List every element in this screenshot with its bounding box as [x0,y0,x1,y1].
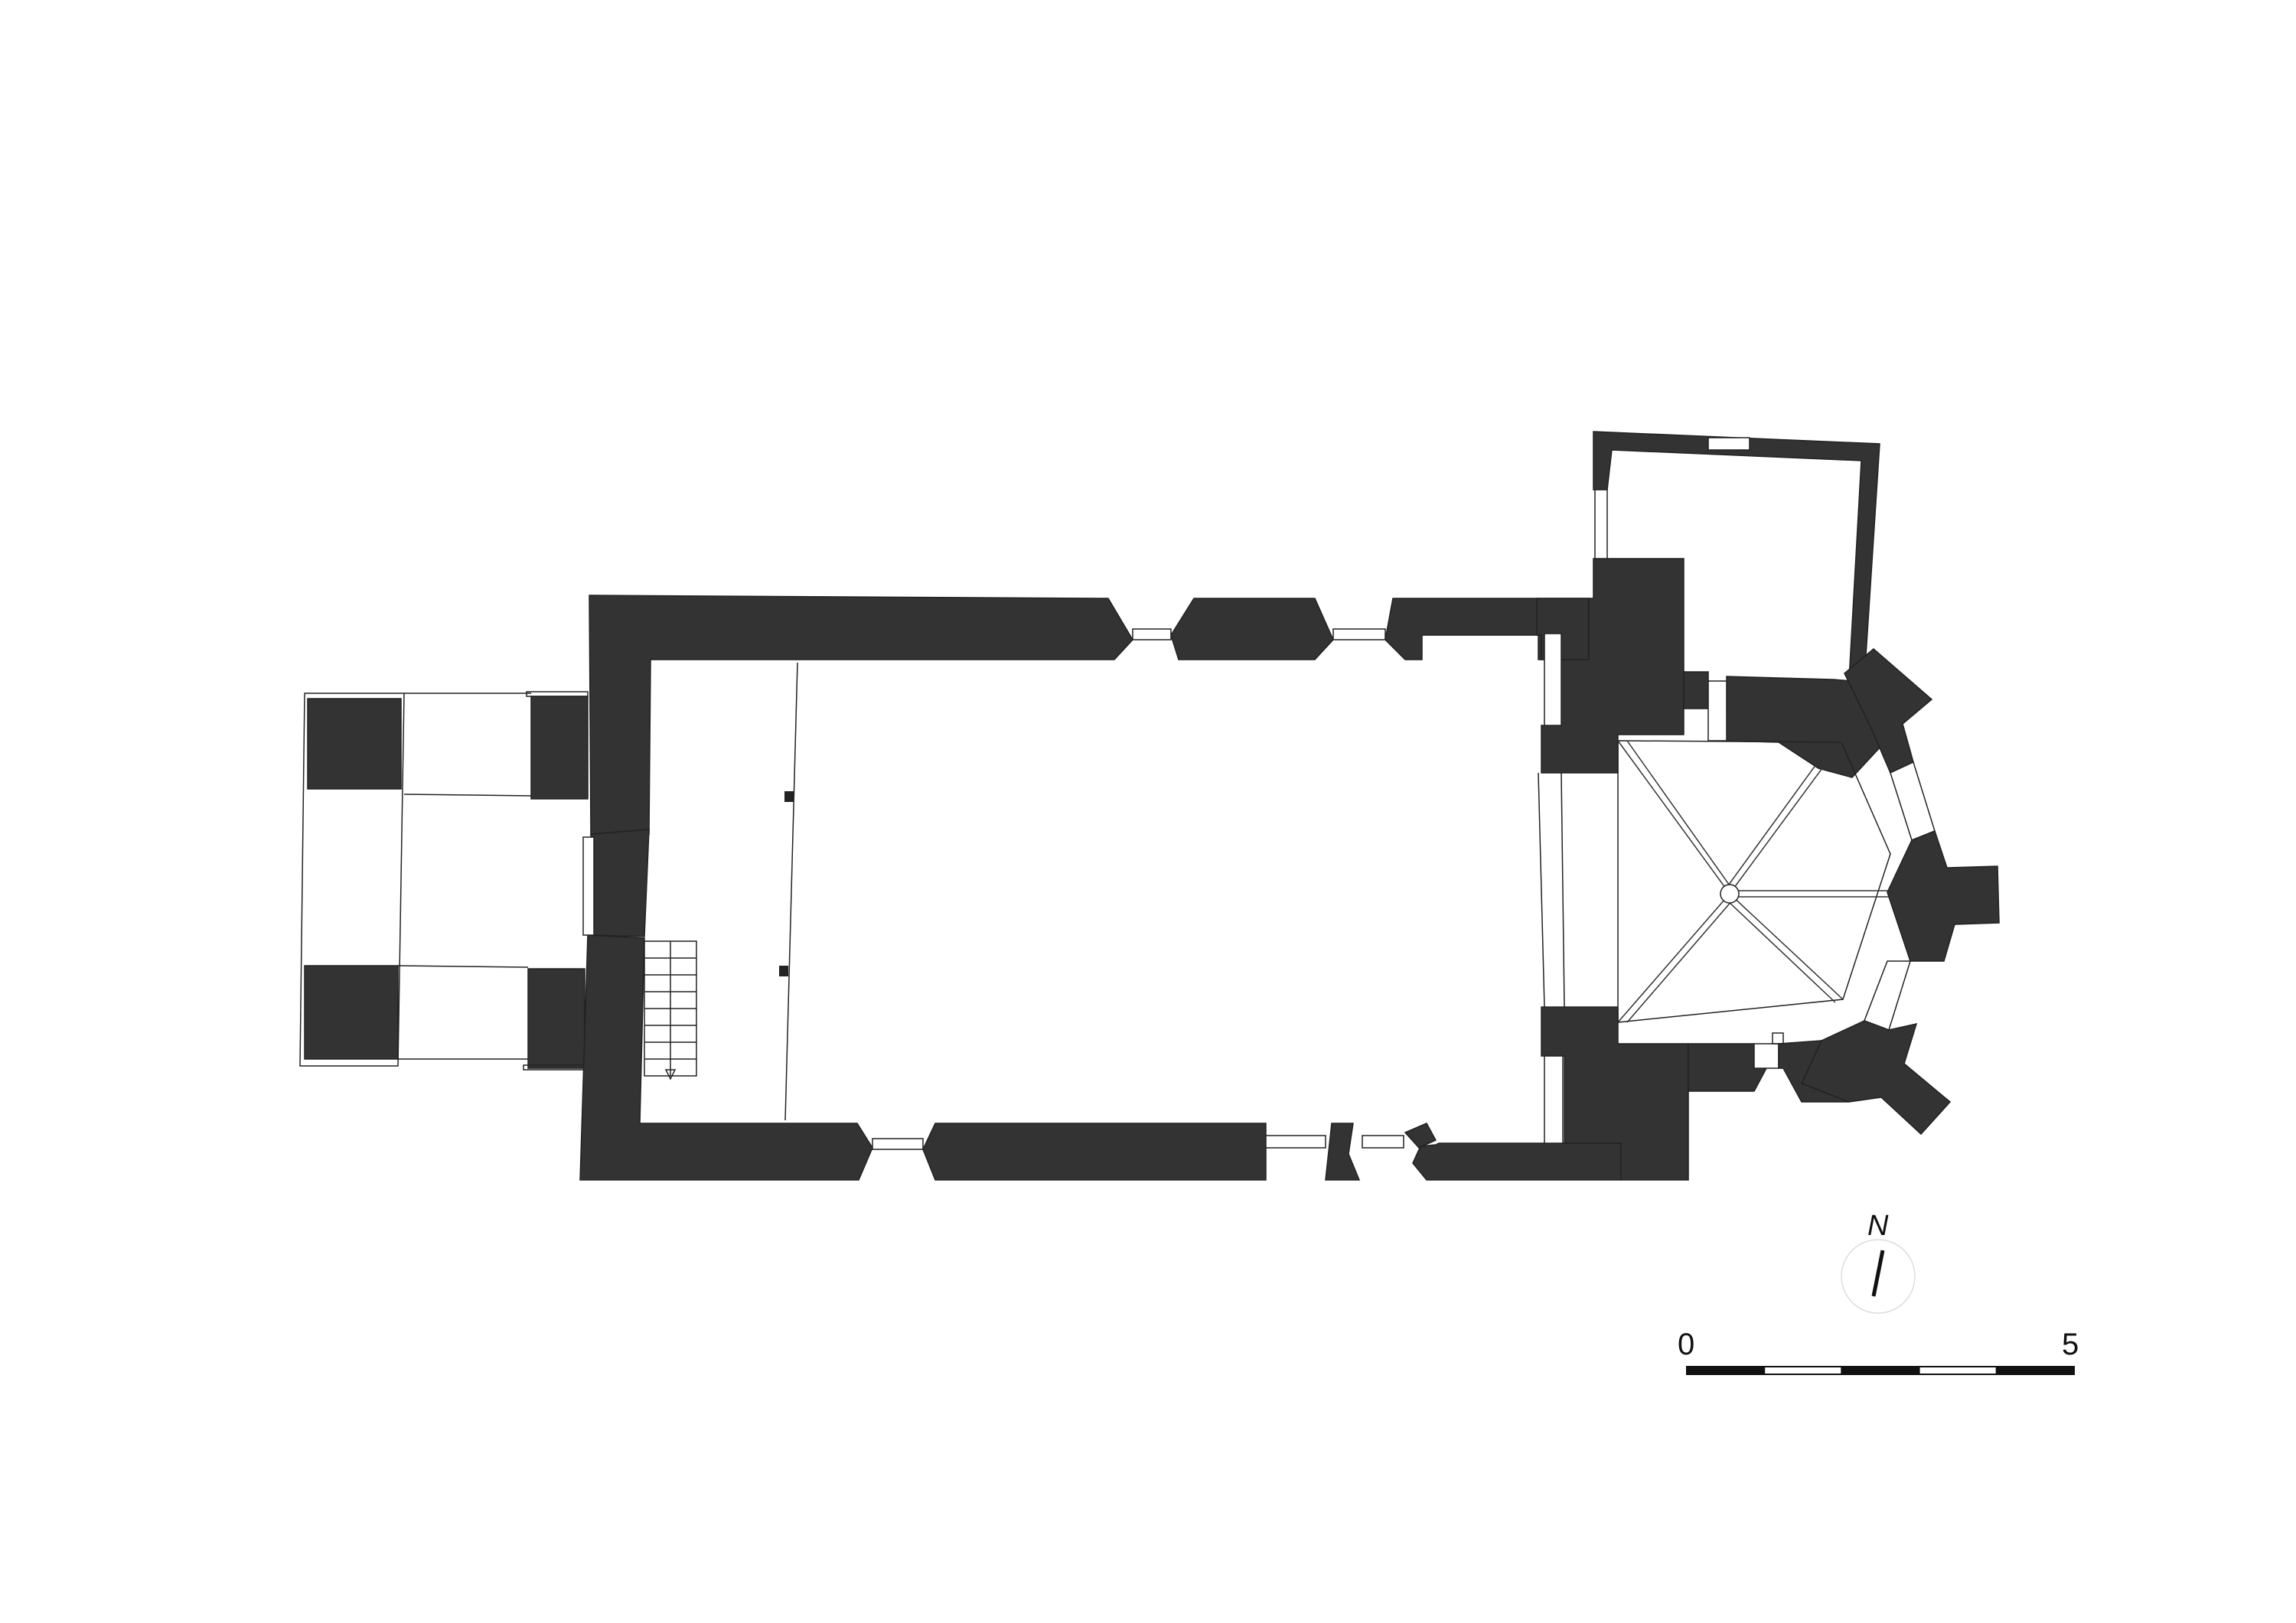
sacristy-west-window [1594,489,1608,559]
north-window-1 [1132,628,1172,640]
sacristy-north-window [1707,437,1750,451]
chancel-niche [1772,1032,1784,1045]
scale-bar-segment [1995,1366,2076,1375]
arch-line [1538,772,1545,1008]
west-porch [299,691,589,1071]
nave-west-wall-lower [579,934,873,1181]
scale-bar-segment [1918,1366,1998,1375]
sacristy-door [1707,680,1727,741]
scale-bar-segment [1763,1366,1843,1375]
north-letter: N [1867,1210,1889,1242]
vault-rib-2b [1726,741,1833,888]
nave-south-wall-corner [1404,1123,1437,1149]
apse-south-buttress [1800,1020,1952,1136]
vault-rib-2 [1729,741,1842,895]
sacristy-south-wall [1683,671,1709,709]
vault-rib-1b [1626,740,1732,888]
nave-south-wall-middle [922,1123,1267,1181]
chancel-vault-outline [1617,740,1891,1023]
arch-opening-south [1544,1055,1564,1144]
vault-rib-3b [1626,899,1733,1023]
vault-rib-4b [1726,899,1836,1003]
west-door [582,836,595,936]
sacristy [1593,431,1892,778]
apse-window-se [1864,960,1912,1031]
porch-divider-lower [397,965,529,968]
chancel-south-wall-east [1778,1040,1850,1103]
nave-north-wall [589,595,1133,835]
chancel [1617,648,2000,1136]
west-buttress-sw [304,965,399,1060]
vault-rib-3 [1617,893,1730,1023]
arch-line-inner [1561,772,1565,1008]
scale-end-label: 5 [2062,1328,2079,1361]
nave-south-wall-end [1412,1142,1622,1181]
nave-north-wall-middle [1170,598,1334,660]
scale-bar-segments [1686,1366,2076,1375]
apse-east-wall [1887,830,2000,962]
chancel-arch [1536,558,1689,1181]
west-buttress-nw [307,698,402,790]
scale-bar: 0 5 [1678,1328,2079,1375]
arch-opening-north [1544,633,1562,726]
scale-bar-segment [1841,1366,1920,1375]
scale-start-label: 0 [1678,1328,1694,1361]
porch-outline [299,693,405,1067]
vault-rib-4 [1729,893,1844,1000]
vault-rib-1 [1617,740,1730,895]
chancel-south-wall [1688,1043,1767,1092]
gallery-post-north [784,791,794,802]
nave [579,595,1622,1181]
west-pier-south [527,968,585,1069]
porch-divider-upper [403,794,532,797]
apse-window-ne [1890,761,1936,841]
chancel-south-window [1753,1043,1779,1069]
north-arrow: N [1841,1210,1916,1314]
gallery-post-south [779,966,788,976]
scale-bar-segment [1686,1366,1766,1375]
vault-keystone [1720,884,1740,904]
gallery-staircase [644,940,697,1080]
north-window-2 [1332,628,1386,640]
south-window-3 [1362,1135,1404,1149]
apse-north-buttress [1844,648,1933,774]
nave-west-wall [589,829,650,937]
south-window-2 [1265,1135,1326,1149]
west-pier-north-rim [526,691,589,697]
north-arrow-needle [1871,1250,1885,1297]
north-arrow-circle [1841,1239,1916,1314]
nave-south-wall-east [1325,1123,1361,1181]
west-pier-north [530,696,589,800]
gallery-edge-line [784,662,798,1121]
south-window-1 [872,1138,924,1150]
